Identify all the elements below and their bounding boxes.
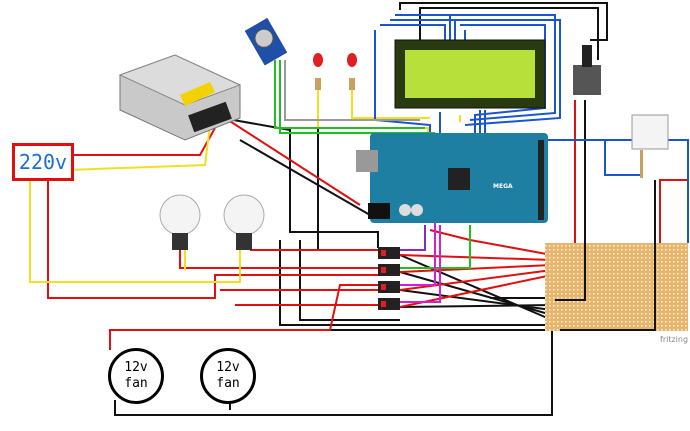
fritzing-watermark: fritzing — [660, 335, 689, 344]
fan-1-voltage: 12v — [124, 360, 148, 375]
dht-sensor — [631, 114, 669, 178]
fan-2: 12v fan — [200, 348, 256, 404]
signal-wires — [274, 60, 471, 303]
lcd-display — [394, 39, 546, 109]
perfboard — [545, 243, 688, 331]
power-input-label: 220v — [12, 143, 74, 181]
light-bulb-1 — [159, 194, 201, 250]
rtc-module — [244, 17, 288, 66]
arduino-mega — [356, 133, 548, 223]
fan-1: 12v fan — [108, 348, 164, 404]
power-supply — [118, 54, 242, 141]
led-1 — [313, 53, 323, 90]
fan-2-label: fan — [216, 376, 240, 391]
potentiometer — [573, 45, 601, 95]
light-bulb-2 — [223, 194, 265, 250]
led-2 — [347, 53, 357, 90]
blue-wires — [374, 14, 689, 243]
fan-1-label: fan — [124, 376, 148, 391]
fan-2-voltage: 12v — [216, 360, 240, 375]
relays — [378, 247, 400, 310]
board-model-label: MEGA — [493, 183, 513, 190]
